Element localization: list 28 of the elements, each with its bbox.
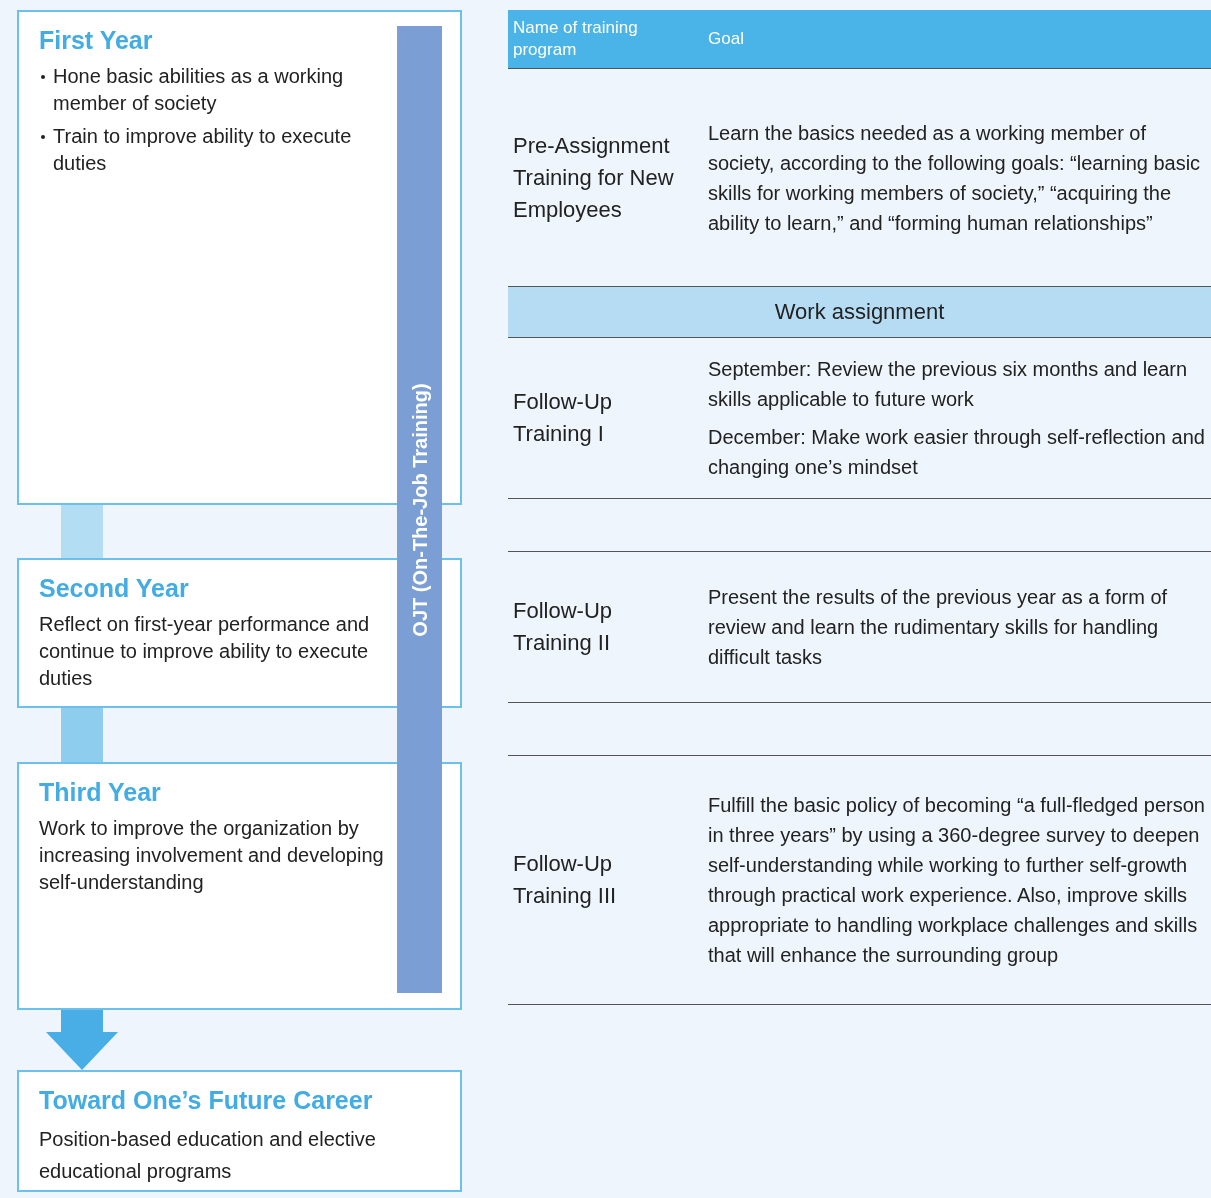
goal-text: Fulfill the basic policy of becoming “a full-fledged person in three years” by using a 360-degree survey to deepen self-understanding while working to further self-growth through practical work experience. Also, improve skills appropriate to handling workplace challenges and skills that will enhance the surrounding group	[708, 793, 1206, 968]
block-arrow	[46, 1010, 118, 1070]
stage-box	[17, 762, 462, 1010]
stage-description: Reflect on first-year performance and continue to improve ability to execute duties	[39, 612, 371, 691]
stage-box	[17, 1070, 462, 1192]
stage-description: Work to improve the organization by increasing involvement and developing self-understanding	[39, 816, 385, 895]
connector-bar	[61, 505, 103, 558]
program-name: Pre-Assignment Training for New Employees	[513, 131, 675, 224]
bullet-text: Train to improve ability to execute duties	[39, 123, 390, 177]
goal-text: Learn the basics needed as a working member of society, according to the following goals: “learning basic skills for working members of society,” “acquiring the ability to learn,” and “forming human relationships”	[708, 120, 1202, 236]
program-name: Follow-Up Training I	[513, 388, 614, 448]
stage-description: Position-based education and elective educational programs	[39, 1127, 377, 1184]
stage-heading: Third Year	[39, 778, 162, 807]
goal-text: September: Review the previous six months and learn skills applicable to future work	[708, 357, 1189, 412]
program-name: Follow-Up Training III	[513, 850, 618, 910]
bar-label: OJT (On-The-Job Training)	[408, 382, 431, 637]
stage-heading: Toward One’s Future Career	[39, 1086, 374, 1115]
band-label: Work assignment	[774, 299, 945, 324]
connector-bar	[61, 708, 103, 762]
stage-heading: Second Year	[39, 574, 190, 603]
goal-text: December: Make work easier through self-reflection and changing one’s mindset	[708, 425, 1206, 480]
program-name: Follow-Up Training II	[513, 597, 614, 657]
bullet-text: Hone basic abilities as a working member of society	[39, 63, 390, 117]
column-header: Goal	[708, 28, 745, 50]
goal-text: Present the results of the previous year as a form of review and learn the rudimentary skills for handling difficult tasks	[708, 585, 1169, 670]
stage-heading: First Year	[39, 26, 154, 55]
vertical-bar	[397, 26, 442, 993]
column-header: Name of training program	[513, 17, 639, 61]
